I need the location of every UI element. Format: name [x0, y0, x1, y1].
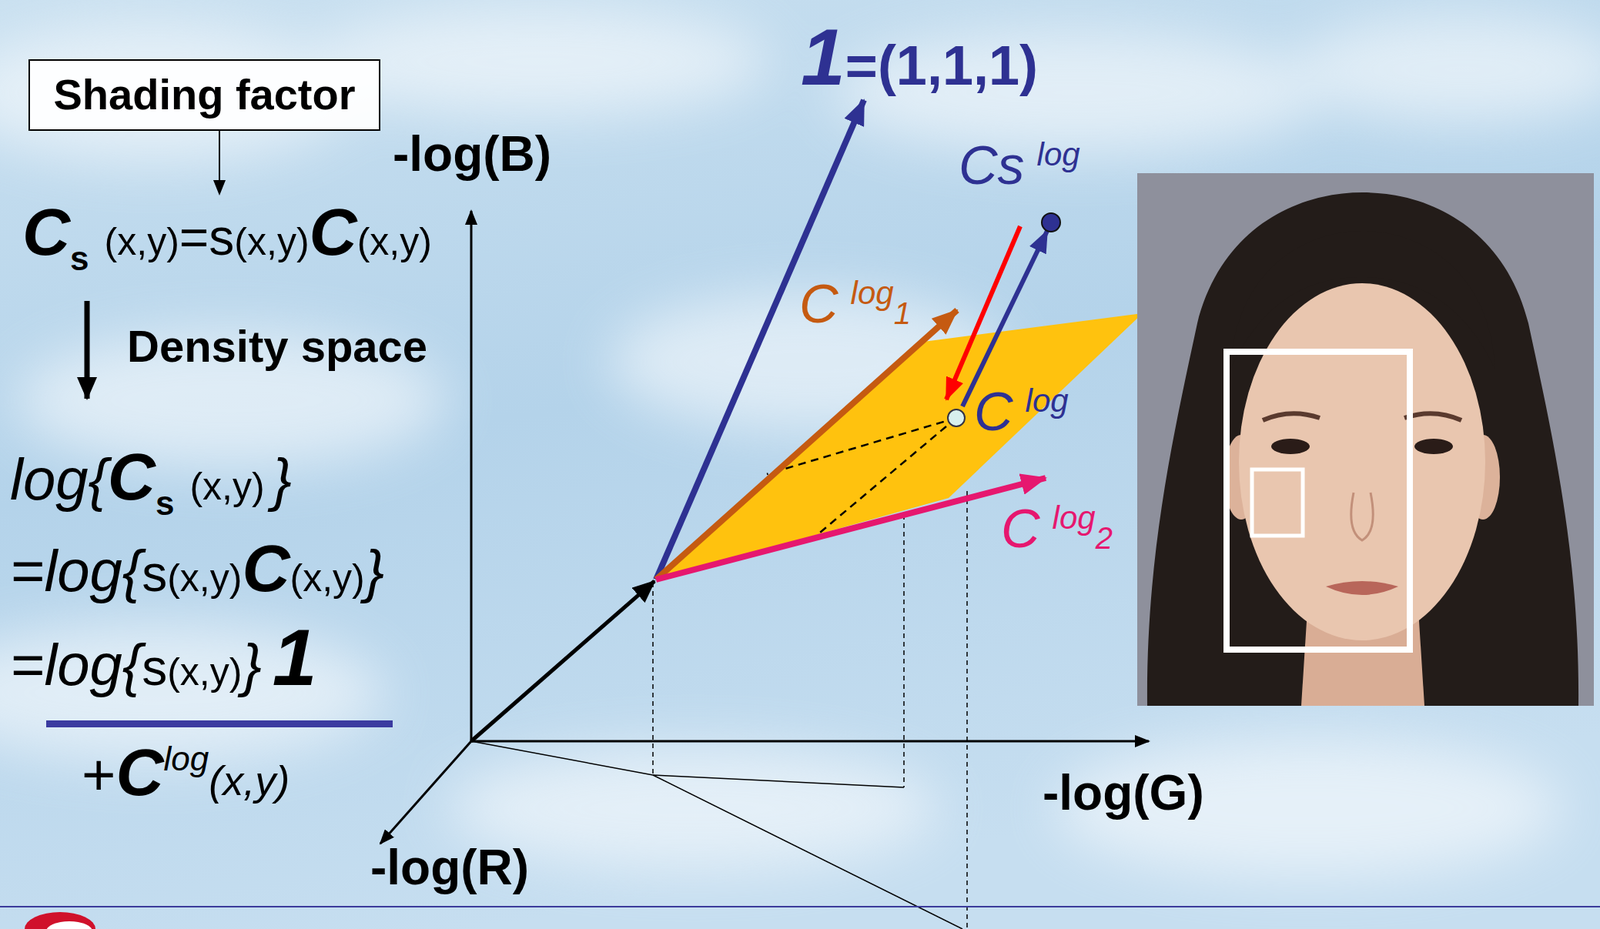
pigment-vector-2	[656, 478, 1046, 580]
formula-symbol: C	[309, 198, 358, 265]
vector-label: Cs	[958, 138, 1025, 193]
eyebrow	[1262, 413, 1320, 421]
text-line: Clog	[974, 384, 1069, 439]
step-label: Density space	[127, 324, 428, 369]
formula-argument: (x,y)	[357, 222, 432, 262]
formula-superscript: log	[164, 742, 210, 777]
formula-brace: }	[364, 542, 385, 601]
footer-rule	[0, 906, 1600, 908]
face-skin	[1238, 283, 1486, 641]
formula-argument: (x,y)	[290, 558, 365, 598]
text-line: Density space	[127, 324, 428, 369]
unit-vector	[656, 100, 864, 580]
decomposition-dash	[766, 418, 957, 475]
underline-bar	[46, 720, 393, 728]
formula-brace: }	[272, 450, 292, 509]
formula-brace: }	[241, 635, 262, 695]
formula-symbol: C	[22, 198, 71, 265]
vector-label: C	[974, 384, 1014, 439]
formula-subscript: s	[155, 486, 175, 521]
projection-dash	[903, 515, 905, 788]
text-line: Cslog	[958, 138, 1081, 193]
vector-superscript: log	[1025, 384, 1069, 418]
color-plane	[656, 313, 1143, 580]
nose	[1351, 492, 1373, 541]
logo-mark	[24, 912, 96, 929]
cloud	[0, 623, 385, 763]
axis-r	[380, 741, 472, 844]
projection-line	[471, 741, 653, 776]
formula-function: =log{	[10, 542, 142, 601]
text-line: +Clog(x,y)	[81, 739, 290, 806]
formula-function: =log{	[10, 635, 142, 695]
vector-label: C	[1000, 502, 1041, 556]
axis-label: -log(R)	[370, 843, 529, 893]
axis-b	[470, 210, 473, 742]
pointer-arrow	[218, 129, 221, 195]
vector-label: =(1,1,1)	[845, 37, 1038, 94]
text-line: =log{s(x,y)}1	[10, 617, 318, 698]
text-line: Clog1	[799, 277, 911, 332]
vector-superscript: log	[1052, 502, 1096, 535]
formula-argument: (x,y)	[189, 467, 265, 506]
text-line: -log(B)	[392, 129, 552, 179]
transform-arrow	[84, 301, 91, 399]
lips	[1325, 581, 1399, 596]
projection-dash	[966, 491, 968, 929]
formula-symbol: C	[107, 443, 156, 510]
text-line: 1=(1,1,1)	[800, 16, 1038, 98]
face-region-box	[1226, 351, 1410, 650]
formula-symbol: s	[141, 642, 168, 693]
vector-label: 1	[800, 16, 846, 98]
formula-argument: (x,y)	[208, 759, 290, 802]
projection-line	[652, 775, 904, 788]
vector-superscript: log	[1037, 138, 1081, 171]
hair	[1147, 192, 1579, 707]
formula-symbol: C	[115, 739, 164, 806]
formula-function: log{	[10, 450, 108, 509]
formula-symbol: =s	[179, 211, 235, 263]
formula-subscript: s	[70, 241, 89, 276]
formula-operator: +	[81, 746, 116, 805]
projection-dash	[652, 582, 654, 776]
eye	[1271, 438, 1310, 455]
logo-mark-inner	[46, 921, 93, 929]
text-line: =log{s(x,y)C(x,y)}	[10, 535, 385, 602]
cheek-region-box	[1251, 469, 1303, 536]
cloud	[1293, 15, 1600, 124]
text-line: log{Cs(x,y)}	[10, 443, 292, 510]
formula-symbol: C	[241, 535, 290, 602]
factor-box: Shading factor	[28, 59, 381, 131]
unit-vector-symbol: 1	[272, 617, 318, 698]
vector-subscript: 1	[893, 297, 911, 329]
formula-argument: (x,y)	[104, 222, 180, 262]
photo-background	[1137, 173, 1594, 707]
formula-symbol: s	[141, 548, 168, 600]
vector-label: C	[799, 277, 839, 332]
axis-label: -log(B)	[392, 129, 552, 179]
box-label: Shading factor	[53, 70, 355, 120]
plane-point	[947, 409, 965, 427]
eye	[1414, 438, 1453, 455]
eyebrow	[1404, 413, 1462, 421]
axis-label: -log(G)	[1042, 768, 1205, 818]
formula-argument: (x,y)	[167, 652, 242, 692]
removal-vector	[946, 226, 1021, 400]
vector-subscript: 2	[1095, 522, 1113, 554]
cloud	[831, 30, 1325, 154]
vector-superscript: log	[850, 277, 894, 310]
text-line: -log(G)	[1042, 768, 1205, 818]
text-line: -log(R)	[370, 843, 529, 893]
origin-arrow	[471, 581, 655, 742]
formula-argument: (x,y)	[167, 558, 242, 598]
text-line: Clog2	[1000, 502, 1113, 556]
shaded-point	[1041, 213, 1061, 232]
axis-g	[471, 740, 1149, 744]
text-line: Cs(x,y)=s(x,y)C(x,y)	[22, 198, 432, 265]
formula-argument: (x,y)	[234, 222, 309, 262]
